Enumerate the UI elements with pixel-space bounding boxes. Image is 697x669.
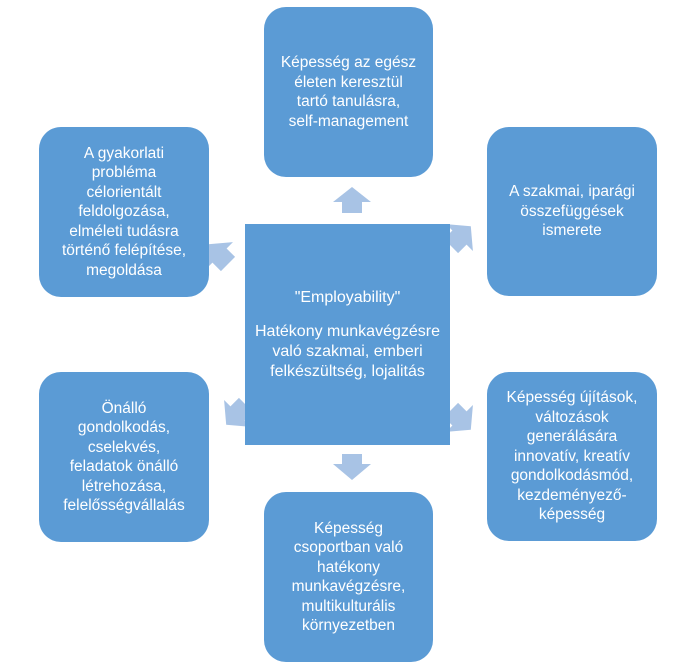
- node-text-line: létrehozása,: [81, 477, 167, 495]
- node-text-line: felelősségvállalás: [63, 497, 185, 514]
- node-text-line: munkavégzésre,: [291, 578, 406, 595]
- node-text-line: Képesség újítások,: [506, 389, 638, 407]
- node-text-line: ismerete: [542, 222, 602, 240]
- node-text-line: probléma: [91, 164, 157, 182]
- node-text-line: multikulturális: [301, 597, 396, 615]
- node-text-line: Képesség: [314, 519, 383, 537]
- node-text-line: A szakmai, iparági: [509, 183, 635, 201]
- node-industry-knowledge: A szakmai, iparági összefüggések ismeret…: [487, 127, 657, 296]
- node-text-line: self-management: [288, 112, 409, 130]
- node-text-line: csoportban való: [293, 539, 404, 556]
- node-text-line: innovatív, kreatív: [513, 447, 630, 465]
- node-independent-thinking: Önálló gondolkodás, cselekvés, feladatok…: [39, 372, 209, 542]
- node-text-line: feldolgozása,: [78, 203, 170, 221]
- node-text-line: cselekvés,: [87, 438, 161, 456]
- arrow-down: [333, 454, 371, 480]
- node-text-line: gondolkodásmód,: [510, 467, 634, 485]
- node-text-line: Önálló: [101, 399, 147, 417]
- node-text-line: Képesség az egész: [280, 54, 417, 71]
- node-text-line: megoldása: [86, 261, 162, 279]
- center-box: "Employability" Hatékony munkavégzésre v…: [245, 224, 450, 445]
- node-practical-problem: A gyakorlati probléma célorientált feldo…: [39, 127, 209, 297]
- node-text-line: kezdeményező-: [517, 486, 627, 504]
- node-teamwork: Képesség csoportban való hatékony munkav…: [264, 492, 433, 662]
- node-text-line: változások: [535, 408, 609, 426]
- center-text-line: felkészültség, lojalitás: [270, 362, 425, 380]
- center-text-line: Hatékony munkavégzésre: [255, 322, 440, 340]
- node-text-line: történő felépítése,: [61, 242, 187, 260]
- node-text-line: feladatok önálló: [69, 458, 179, 475]
- node-text-line: képesség: [538, 506, 606, 524]
- node-text-line: összefüggések: [520, 202, 624, 220]
- node-text-line: célorientált: [86, 183, 162, 201]
- node-text-line: életen keresztül: [294, 73, 403, 91]
- node-text-line: A gyakorlati: [83, 144, 165, 162]
- center-title: "Employability": [294, 288, 401, 306]
- node-text-line: gondolkodás,: [77, 419, 171, 436]
- node-text-line: tartó tanulásra,: [296, 93, 401, 110]
- node-text-line: generálására: [526, 428, 618, 446]
- node-innovation: Képesség újítások, változások generálásá…: [487, 372, 657, 541]
- arrow-up: [333, 187, 371, 213]
- node-lifelong-learning: Képesség az egész életen keresztül tartó…: [264, 7, 433, 177]
- center-text-line: való szakmai, emberi: [272, 342, 423, 360]
- node-text-line: környezetben: [301, 617, 396, 634]
- node-text-line: elméleti tudásra: [69, 222, 179, 240]
- node-text-line: hatékony: [317, 558, 380, 576]
